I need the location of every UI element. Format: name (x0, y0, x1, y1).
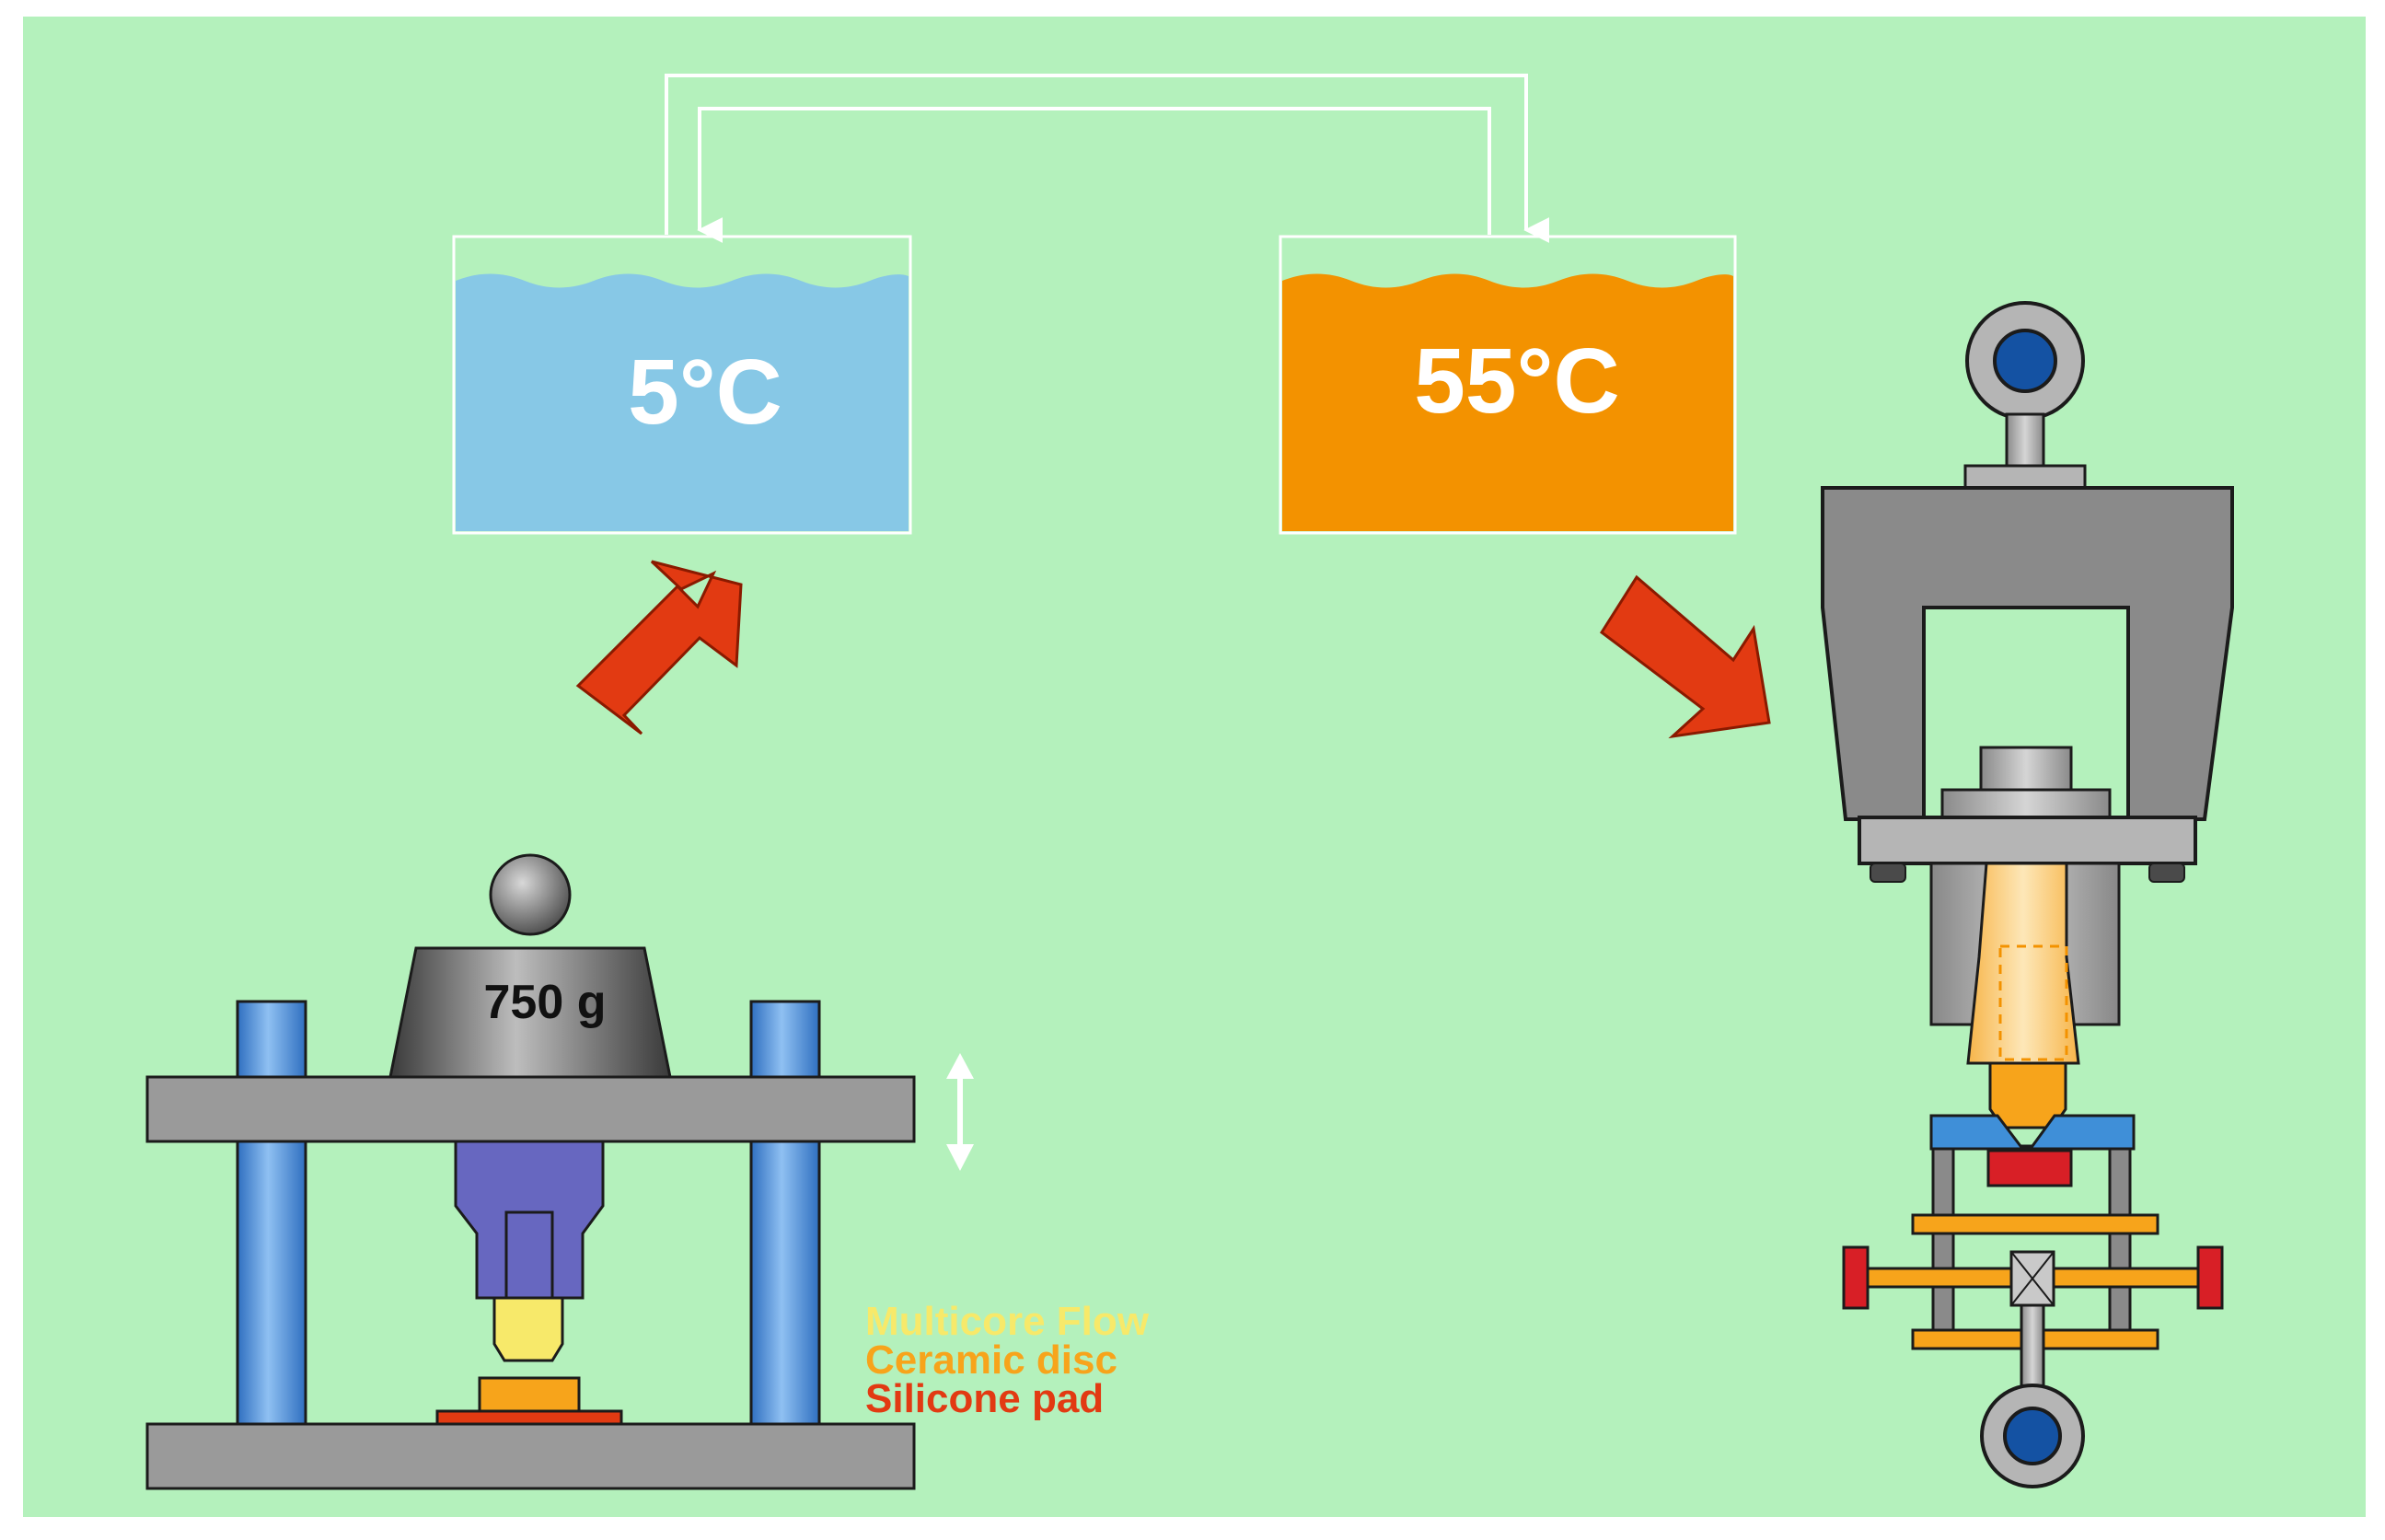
legend-multicore-flow: Multicore Flow (865, 1299, 1150, 1344)
specimen-holder (1966, 862, 2080, 1065)
left-column (236, 1000, 307, 1427)
cold-bath: 5°C (452, 235, 912, 535)
legend-ceramic-disc: Ceramic disc (865, 1337, 1117, 1383)
right-clamp (2196, 1245, 2224, 1310)
left-clamp (1842, 1245, 1870, 1310)
loading-press: 750 g (145, 853, 916, 1490)
bottom-eye-knob (2003, 1407, 2062, 1465)
tensile-fixture (1821, 301, 2234, 1488)
right-down-arrow-icon (1599, 574, 1771, 739)
multicore-flow-sample (492, 1296, 564, 1362)
up-down-arrow-icon (946, 1053, 974, 1171)
diagram-background (23, 17, 2366, 1517)
ceramic-disc (478, 1376, 581, 1413)
weight-label: 750 g (484, 976, 607, 1029)
right-up-arrow-icon (575, 560, 743, 735)
base-plate (145, 1422, 916, 1490)
legend-silicone-pad: Silicone pad (865, 1376, 1104, 1421)
lower-grip-plate (1929, 1114, 2136, 1151)
lower-silicone-pad (1986, 1149, 2073, 1187)
weight-knob (489, 853, 572, 936)
legend: Multicore Flow Ceramic disc Silicone pad (865, 1299, 1150, 1421)
silicone-pad (435, 1409, 623, 1426)
circulation-loop (665, 74, 1550, 243)
warm-bath-temperature: 55°C (1414, 330, 1619, 433)
crosshead (1858, 816, 2197, 865)
top-eye-knob (1993, 329, 2057, 393)
c-frame (1821, 486, 2234, 821)
weight-body (388, 946, 672, 1079)
warm-bath: 55°C (1279, 235, 1737, 535)
cold-bath-temperature: 5°C (628, 341, 782, 444)
right-column (749, 1000, 821, 1427)
top-plate (145, 1075, 916, 1143)
